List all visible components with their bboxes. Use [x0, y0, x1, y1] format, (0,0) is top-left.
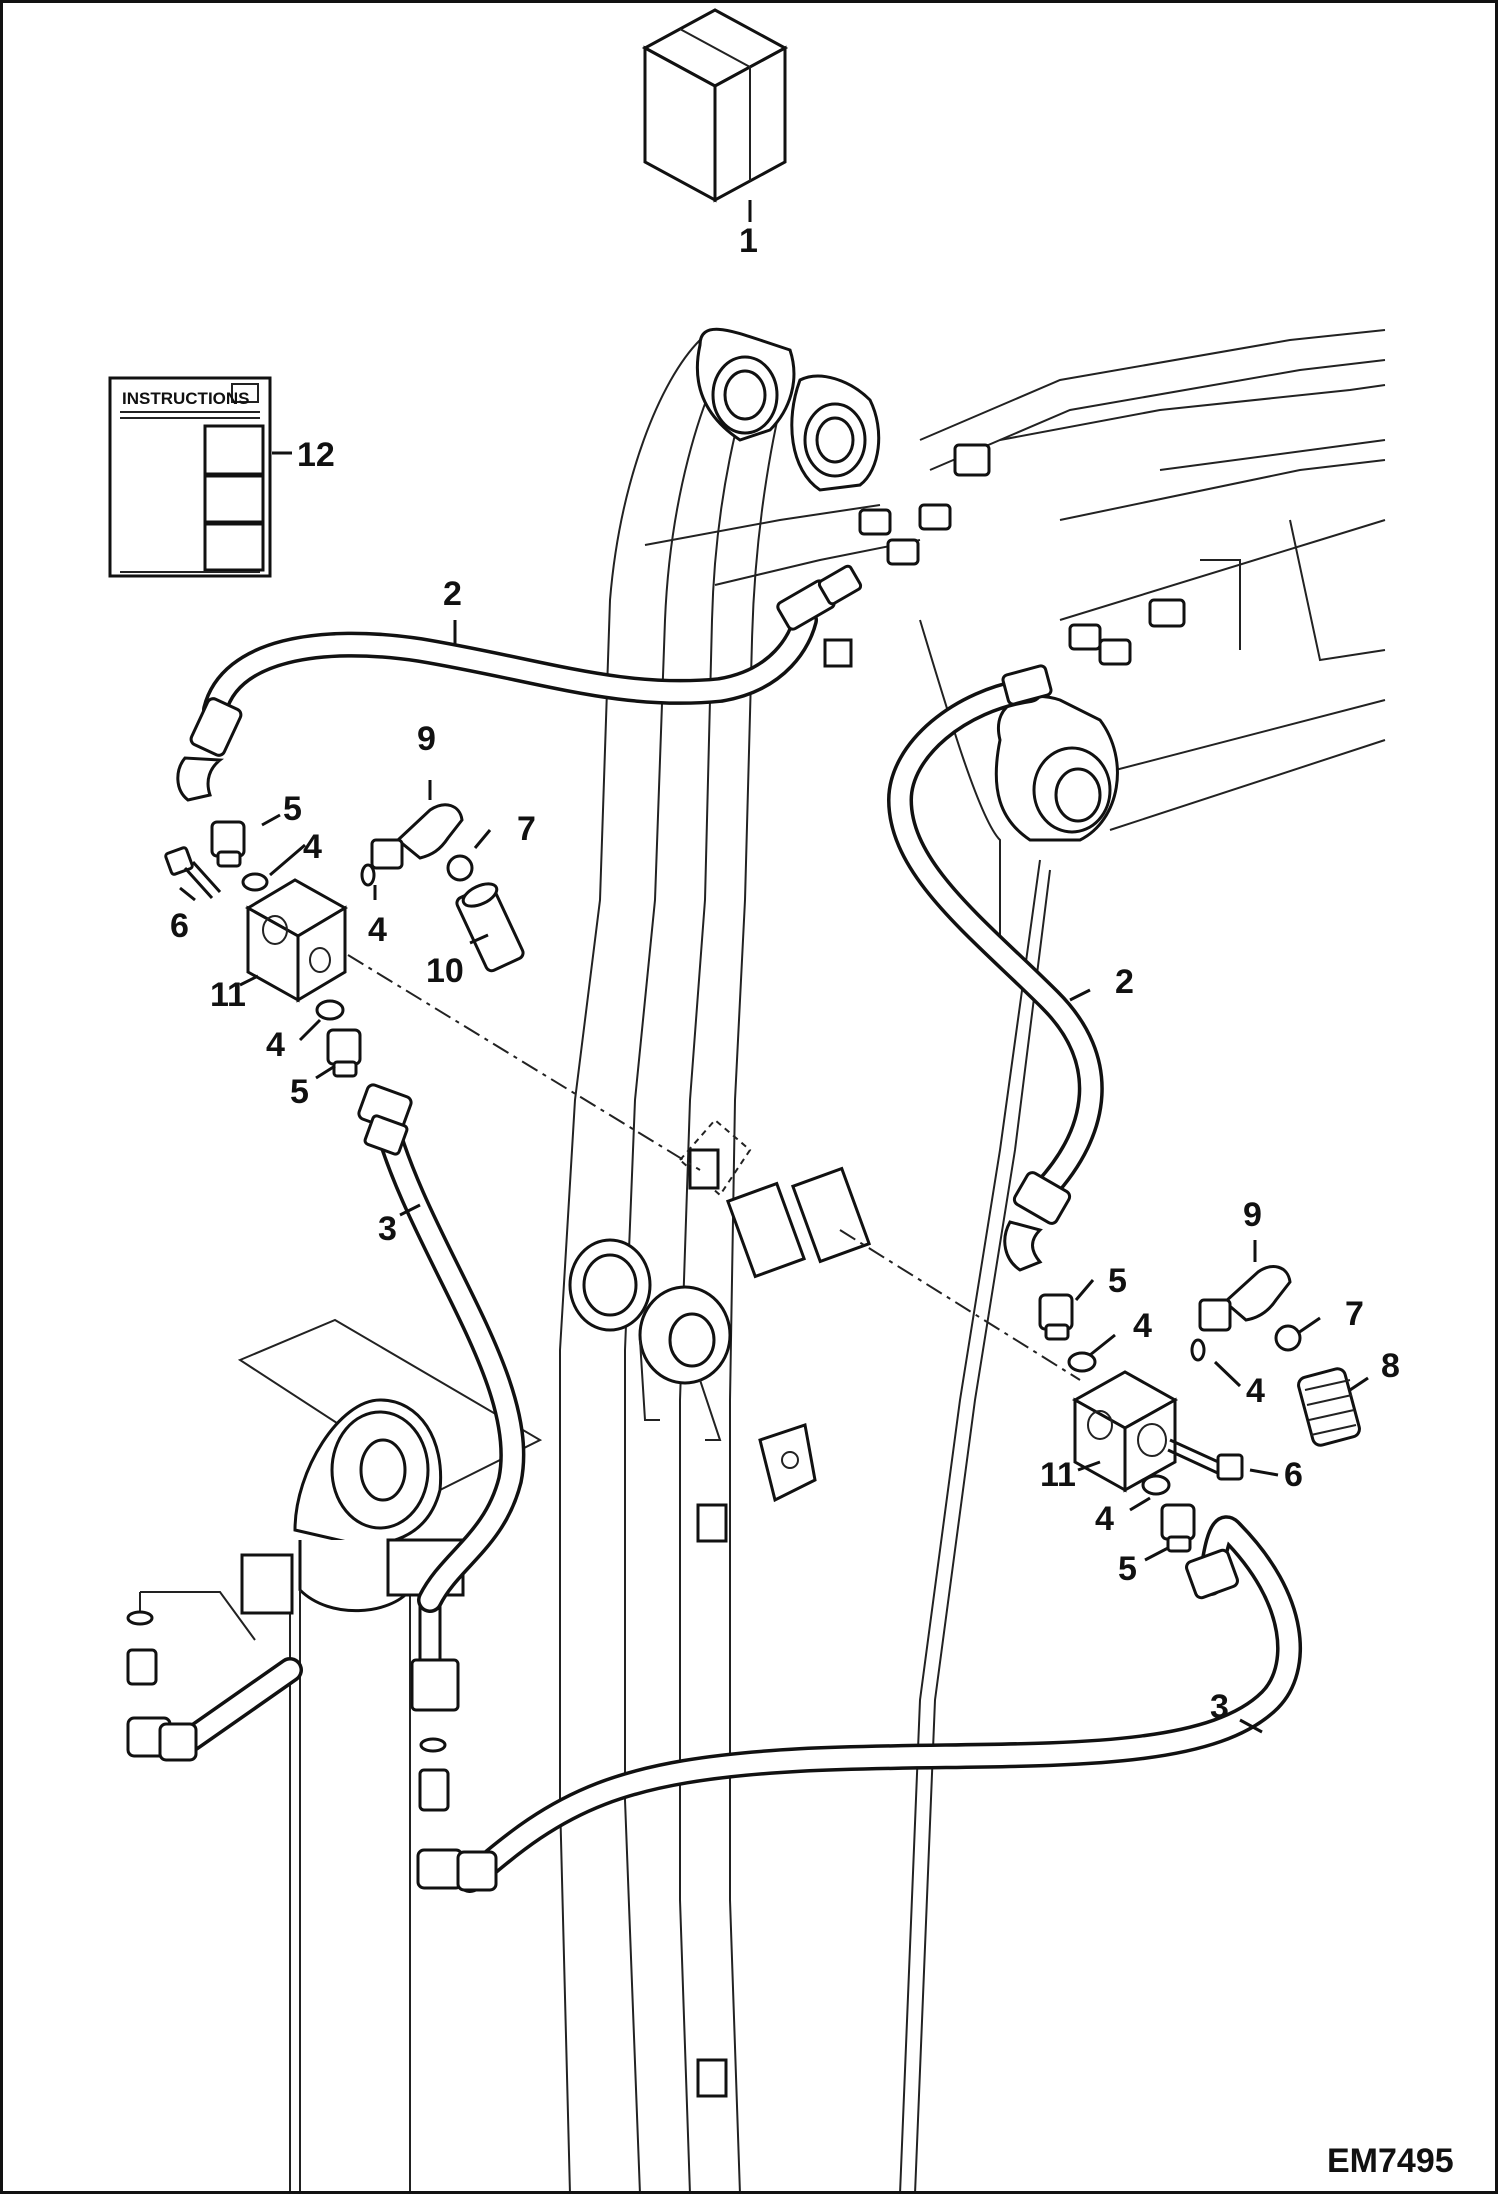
callout-12: 12 [297, 436, 335, 474]
callout-3b: 3 [1210, 1688, 1229, 1726]
excavator-arm [559, 327, 1386, 2195]
callout-7a: 7 [517, 810, 536, 848]
callout-4f: 4 [1095, 1500, 1114, 1538]
callout-5a: 5 [283, 790, 302, 828]
boom-cylinder [126, 1318, 543, 2194]
hose-3-left [357, 1083, 526, 1613]
hose-2-right [886, 664, 1104, 1272]
callout-11a: 11 [210, 976, 246, 1014]
instruction-sheet-title: INSTRUCTIONS [122, 389, 250, 408]
callout-10: 10 [426, 952, 464, 990]
callout-8: 8 [1381, 1347, 1400, 1385]
callout-5b: 5 [290, 1073, 309, 1111]
valve-block-left [164, 803, 701, 1171]
callout-2b: 2 [1115, 963, 1134, 1001]
callout-4c: 4 [266, 1026, 285, 1064]
kit-box [641, 8, 789, 222]
leader-lines [179, 620, 1369, 1734]
callout-4e: 4 [1246, 1372, 1265, 1410]
callout-4b: 4 [368, 911, 387, 949]
callout-5c: 5 [1108, 1262, 1127, 1300]
callout-7b: 7 [1345, 1295, 1364, 1333]
callout-6b: 6 [1284, 1456, 1303, 1494]
hose-3-bottom [416, 1515, 1303, 1893]
callout-9a: 9 [417, 720, 436, 758]
drawing-code: EM7495 [1327, 2142, 1454, 2180]
instruction-sheet [108, 376, 292, 578]
boom-fittings [858, 443, 1186, 666]
callout-1: 1 [739, 222, 758, 260]
callout-4d: 4 [1133, 1307, 1152, 1345]
callout-11b: 11 [1040, 1456, 1076, 1494]
callout-9b: 9 [1243, 1196, 1262, 1234]
callout-3a: 3 [378, 1210, 397, 1248]
callout-5d: 5 [1118, 1550, 1137, 1588]
callout-6a: 6 [170, 907, 189, 945]
callout-4a: 4 [303, 828, 322, 866]
hose-2-left [176, 564, 863, 802]
callout-2a: 2 [443, 575, 462, 613]
